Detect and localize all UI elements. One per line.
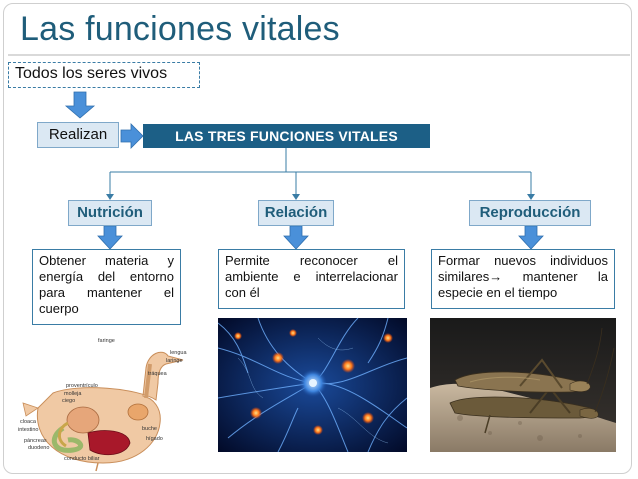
relacion-header: Relación: [258, 200, 334, 226]
grasshoppers-image: [430, 318, 616, 452]
label-intestino: intestino: [18, 427, 39, 433]
nutricion-description: Obtener materia y energía del entorno pa…: [32, 249, 181, 325]
nutricion-header: Nutrición: [68, 200, 152, 226]
label-ciego: ciego: [62, 398, 76, 404]
tree-lines: [109, 148, 532, 196]
label-buche: buche: [142, 426, 157, 432]
label-pancreas: páncreas: [24, 438, 47, 444]
label-higado: hígado: [146, 436, 163, 442]
label-duodeno: duodeno: [28, 445, 50, 451]
down-arrow-icon: [518, 225, 544, 250]
right-arrow-icon: [120, 123, 144, 149]
label-laringe: laringe: [166, 358, 183, 364]
label-proventriculo: proventrículo: [66, 383, 98, 389]
todos-seres-vivos-box: Todos los seres vivos: [8, 62, 200, 88]
tres-funciones-bar: LAS TRES FUNCIONES VITALES: [143, 124, 430, 148]
label-cloaca: cloaca: [20, 419, 36, 425]
relacion-description: Permite reconocer el ambiente e interrel…: [218, 249, 405, 309]
tree-arrowheads: [106, 194, 535, 200]
title-divider: [8, 54, 630, 56]
bird-digestive-illustration: faringe lengua laringe tráquea proventrí…: [18, 328, 188, 472]
neuron-network-image: [218, 318, 407, 452]
down-arrow-icon: [283, 225, 309, 250]
label-faringe: faringe: [98, 338, 115, 344]
reproduccion-description: Formar nuevos individuos similares→ mant…: [431, 249, 615, 309]
realizan-box: Realizan: [37, 122, 119, 148]
page-title: Las funciones vitales: [20, 10, 340, 48]
slide-frame: [3, 3, 632, 474]
label-molleja: molleja: [64, 391, 82, 397]
down-arrow-icon: [97, 225, 123, 250]
reproduccion-header: Reproducción: [469, 200, 591, 226]
label-conducto-biliar: conducto biliar: [64, 456, 100, 462]
down-arrow-icon: [64, 91, 96, 119]
label-traquea: tráquea: [148, 371, 167, 377]
label-lengua: lengua: [170, 350, 187, 356]
